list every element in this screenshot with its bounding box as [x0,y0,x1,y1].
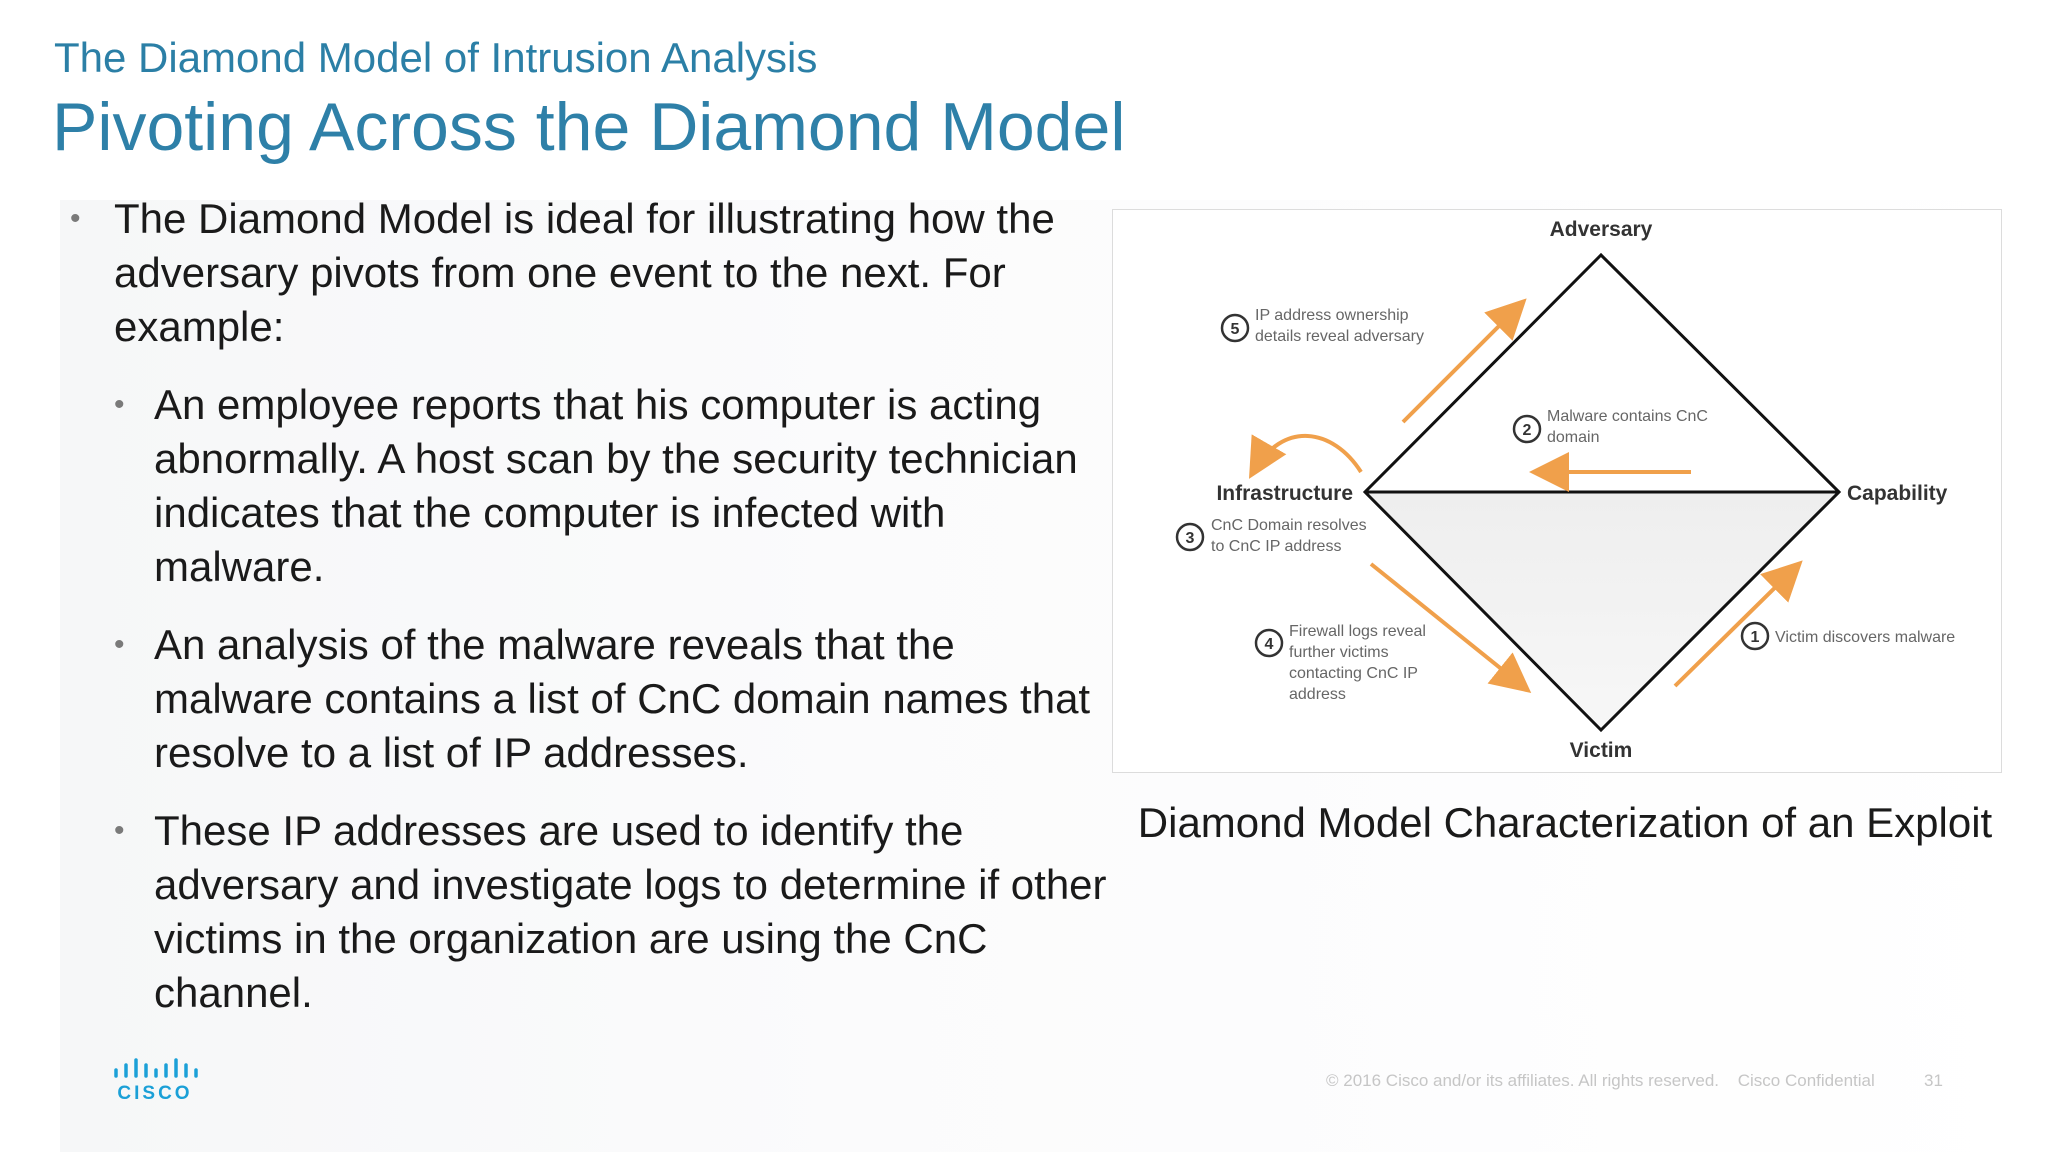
section-title: The Diamond Model of Intrusion Analysis [54,34,818,81]
figure-caption: Diamond Model Characterization of an Exp… [1137,799,1993,846]
step-4-line-2: further victims [1289,644,1389,661]
step-4: 4 Firewall logs reveal further victims c… [1254,623,1426,703]
step-2-number: 2 [1523,422,1532,439]
arrow-step-4 [1369,562,1532,694]
step-3-line-2: to CnC IP address [1211,538,1341,555]
step-5-line-1: IP address ownership [1255,307,1409,324]
arrow-step-1 [1673,560,1803,688]
sub-bullet-3: These IP addresses are used to identify … [64,804,1114,1020]
step-4-line-4: address [1289,686,1346,703]
step-5-number: 5 [1231,321,1240,338]
step-1-line-1: Victim discovers malware [1775,629,1955,646]
bullet-list: The Diamond Model is ideal for illustrat… [64,192,1114,1044]
step-3: 3 CnC Domain resolves to CnC IP address [1175,517,1367,555]
arrow-step-5 [1401,298,1527,424]
step-4-line-3: contacting CnC IP [1289,665,1418,682]
footer: © 2016 Cisco and/or its affiliates. All … [1326,1071,1889,1091]
step-5: 5 IP address ownership details reveal ad… [1220,307,1424,345]
cisco-logo: CISCO [110,1054,200,1104]
step-4-number: 4 [1265,636,1274,653]
footer-copyright: © 2016 Cisco and/or its affiliates. All … [1326,1071,1720,1090]
step-4-line-1: Firewall logs reveal [1289,623,1426,640]
step-3-number: 3 [1186,530,1195,547]
page-title: Pivoting Across the Diamond Model [52,89,1126,165]
diamond-lower-half [1365,492,1839,730]
footer-confidential: Cisco Confidential [1737,1071,1875,1090]
step-3-line-1: CnC Domain resolves [1211,517,1367,534]
step-2-line-2: domain [1547,429,1599,446]
step-1: 1 Victim discovers malware [1740,621,1955,651]
cisco-logo-icon: CISCO [114,1058,198,1104]
step-5-line-2: details reveal adversary [1255,328,1424,345]
step-1-number: 1 [1751,629,1760,646]
diamond-svg: Adversary Infrastructure Capability Vict… [1175,218,1955,762]
bullet-intro: The Diamond Model is ideal for illustrat… [64,192,1114,354]
diamond-shape [1362,252,1842,733]
sub-bullet-1: An employee reports that his computer is… [64,378,1114,594]
node-victim: Victim [1570,739,1633,762]
diamond-model-diagram: Adversary Infrastructure Capability Vict… [1112,209,2002,773]
node-infrastructure: Infrastructure [1216,482,1353,505]
node-capability: Capability [1847,482,1948,505]
node-adversary: Adversary [1550,218,1653,241]
step-2-line-1: Malware contains CnC [1547,408,1708,425]
step-2: 2 Malware contains CnC domain [1512,408,1708,446]
arrow-step-3 [1248,433,1363,479]
sub-bullet-2: An analysis of the malware reveals that … [64,618,1114,780]
cisco-logo-text: CISCO [117,1083,192,1104]
page-number: 31 [1924,1071,1943,1090]
